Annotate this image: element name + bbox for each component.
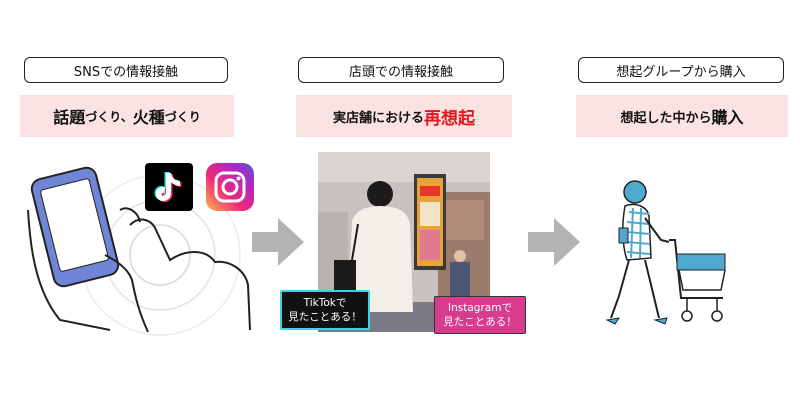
callout-tiktok: TikTokで 見たことある！ bbox=[280, 290, 370, 330]
headline-purchase: 想起した中から購入 bbox=[576, 95, 788, 137]
callout-line: 見たことある！ bbox=[288, 311, 362, 323]
headline-sns: 話題づくり、火種づくり bbox=[20, 95, 234, 137]
arrow-right-icon bbox=[528, 218, 580, 266]
headline-part: づくり、 bbox=[85, 109, 133, 124]
column-header-store: 店頭での情報接触 bbox=[298, 57, 504, 83]
headline-emphasis: 購入 bbox=[711, 108, 744, 127]
column-header-purchase: 想起グループから購入 bbox=[578, 57, 784, 83]
headline-part: 話題 bbox=[53, 108, 86, 127]
headline-prefix: 想起した中から bbox=[620, 110, 712, 126]
column-header-label: 店頭での情報接触 bbox=[348, 64, 453, 80]
callout-line: Instagramで bbox=[448, 302, 512, 314]
headline-emphasis: 再想起 bbox=[424, 108, 475, 129]
column-header-label: 想起グループから購入 bbox=[616, 64, 746, 80]
callout-line: TikTokで bbox=[303, 297, 347, 309]
headline-part: づくり bbox=[164, 109, 201, 124]
callout-line: 見たことある！ bbox=[443, 316, 517, 328]
shopper-with-cart-icon bbox=[605, 180, 726, 325]
headline-part: 火種 bbox=[132, 108, 165, 127]
column-header-label: SNSでの情報接触 bbox=[73, 64, 179, 80]
smartphone-hand-icon bbox=[27, 166, 251, 336]
headline-store: 実店舗における再想起 bbox=[296, 95, 512, 137]
tiktok-app-icon bbox=[145, 163, 193, 211]
instagram-app-icon bbox=[206, 163, 254, 211]
headline-prefix: 実店舗における bbox=[332, 110, 424, 126]
callout-instagram: Instagramで 見たことある！ bbox=[434, 296, 526, 334]
column-header-sns: SNSでの情報接触 bbox=[24, 57, 228, 83]
arrow-right-icon bbox=[252, 218, 304, 266]
